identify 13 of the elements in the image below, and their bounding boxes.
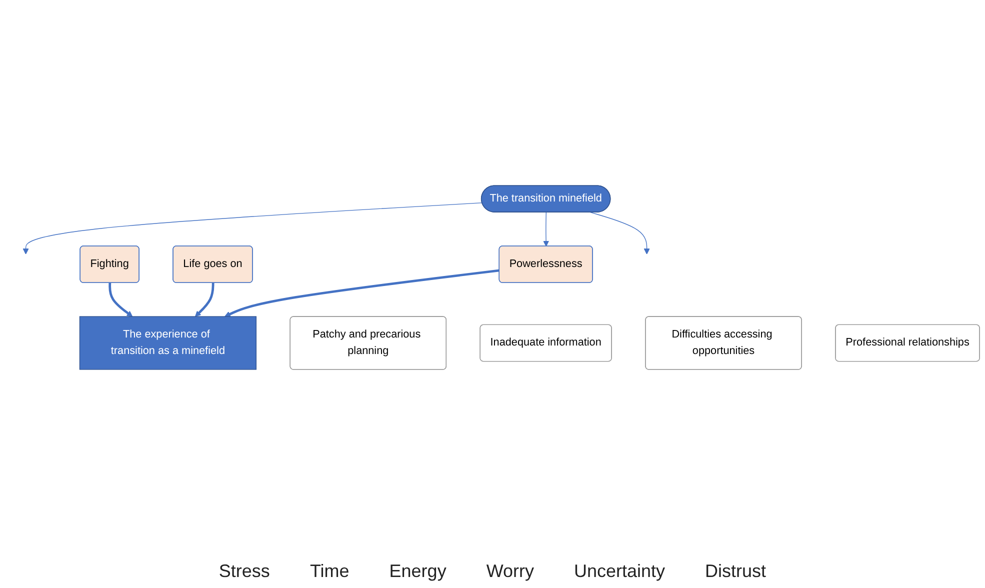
label-text: Distrust — [705, 561, 766, 582]
arrow — [543, 212, 550, 247]
label-text: Stress — [218, 561, 270, 582]
label-text: Energy — [389, 561, 446, 582]
label-text: Time — [310, 561, 350, 582]
arrow — [194, 282, 214, 317]
arrow — [224, 269, 500, 317]
arrow — [590, 212, 650, 254]
label-text: Uncertainty — [574, 561, 666, 582]
label-text: Worry — [486, 561, 534, 582]
node-box: The experience of transition as a minefield — [79, 316, 256, 370]
arrow — [108, 282, 133, 317]
arrow — [22, 202, 482, 254]
